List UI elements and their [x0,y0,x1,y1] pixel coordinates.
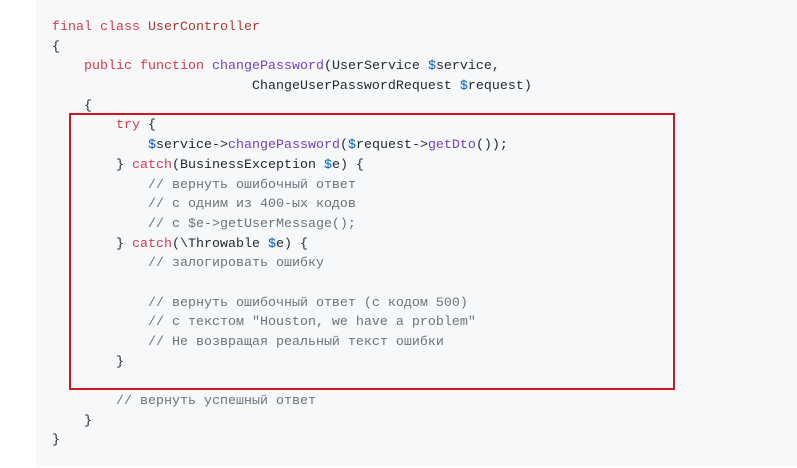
code-token: { [147,118,156,134]
code-content: final class UserController{ public funct… [52,18,532,451]
highlight-box [69,113,675,390]
code-token: ChangeUserPasswordRequest [52,79,460,95]
code-token: changePassword [227,138,340,154]
code-token: $ [347,138,356,154]
code-token: $ [267,236,276,252]
code-token: catch [131,236,172,252]
code-token: public function [52,59,212,75]
code-token: ()); [475,138,508,154]
code-line: } catch(BusinessException $e) { [52,156,532,176]
code-token: // с $e->getUserMessage(); [52,216,356,232]
code-line: // вернуть ошибочный ответ (с кодом 500) [52,294,532,314]
code-line: // с текстом "Houston, we have a problem… [52,313,532,333]
code-token: try [52,118,148,134]
code-line: } [52,431,532,451]
code-token: e) { [331,157,364,173]
code-token: } [52,236,132,252]
code-line: public function changePassword(UserServi… [52,57,532,77]
code-token: changePassword [211,59,324,75]
code-token: service-> [155,138,228,154]
code-token: } [52,157,132,173]
code-line: // с одним из 400-ых кодов [52,195,532,215]
code-line: // с $e->getUserMessage(); [52,215,532,235]
code-token: ( [339,138,348,154]
code-token: getDto [427,138,476,154]
code-token: // Не возвращая реальный текст ошибки [52,335,444,350]
code-token: // с одним из 400-ых кодов [52,197,356,213]
code-line: final class UserController [52,18,532,38]
code-token: catch [131,157,172,173]
code-token: // с текстом "Houston, we have a problem… [52,315,476,331]
code-token: (\Throwable [171,236,268,252]
code-line: // вернуть успешный ответ [52,392,532,412]
code-token: // залогировать ошибку [52,256,324,272]
code-token: // вернуть успешный ответ [52,394,316,410]
code-token: // вернуть ошибочный ответ (с кодом 500) [52,295,468,311]
code-token: // вернуть ошибочный ответ [52,177,356,193]
code-token: (BusinessException [171,157,324,173]
code-token: } [52,433,60,449]
code-token: { [52,98,92,114]
code-token: $ [147,138,156,154]
code-token: UserController [147,20,260,35]
code-token: final class [52,20,148,35]
code-line: try { [52,116,532,136]
code-token: } [52,413,92,429]
code-token: $ [427,59,436,75]
code-line: } [52,353,532,373]
code-line: { [52,97,532,117]
code-token: } [52,354,124,370]
code-line: ChangeUserPasswordRequest $request) [52,77,532,97]
code-line: // залогировать ошибку [52,254,532,274]
code-line: } [52,412,532,432]
code-token: $ [323,157,332,173]
code-token: { [52,39,60,55]
code-line: } catch(\Throwable $e) { [52,235,532,255]
code-token: service, [435,59,500,75]
code-token: e) { [275,236,308,252]
code-line: $service->changePassword($request->getDt… [52,136,532,156]
code-token: request-> [355,138,428,154]
code-token: (UserService [323,59,428,75]
code-token: request) [467,79,532,95]
code-line: { [52,38,532,58]
code-token: $ [459,79,468,95]
code-line: // Не возвращая реальный текст ошибки [52,333,532,353]
code-line: // вернуть ошибочный ответ [52,176,532,196]
